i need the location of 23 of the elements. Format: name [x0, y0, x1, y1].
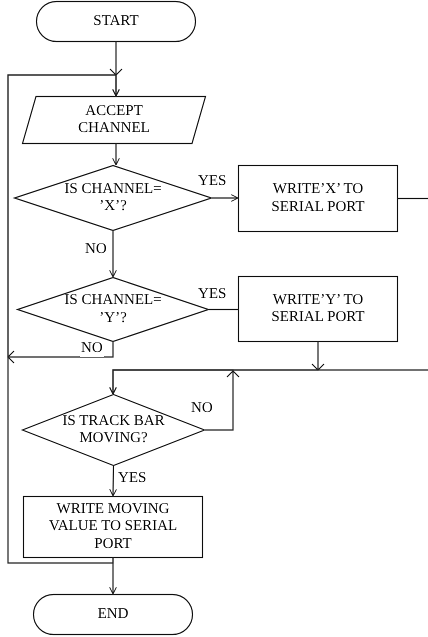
node-text: WRITE’Y’ TO SERIAL PORT — [270, 292, 366, 326]
input-parallelogram — [22, 96, 206, 144]
connector-arrow — [212, 194, 238, 202]
process-box — [23, 496, 203, 558]
node-text: WRITE MOVING VALUE TO SERIAL PORT — [48, 501, 178, 553]
process-box — [238, 165, 398, 232]
connector-arrow — [7, 68, 123, 364]
process-box — [238, 276, 398, 342]
edge-label: NO — [80, 340, 104, 357]
node-text: WRITE’X’ TO SERIAL PORT — [270, 181, 366, 216]
terminal-shape — [33, 594, 193, 635]
connector-arrow — [109, 369, 240, 431]
connector-arrow — [109, 231, 117, 278]
node-text: END — [98, 606, 128, 624]
node-text: START — [93, 12, 139, 30]
node-text: IS CHANNEL= ’Y’? — [63, 292, 163, 327]
connector-arrow — [109, 466, 118, 496]
terminal-shape — [36, 1, 196, 42]
node-text: IS TRACK BAR MOVING? — [61, 412, 166, 448]
connector-arrow — [112, 144, 120, 166]
node-text: ACCEPT CHANNEL — [77, 102, 151, 138]
node-text: IS CHANNEL= ’X’? — [63, 180, 163, 216]
connector-arrow — [7, 74, 120, 564]
